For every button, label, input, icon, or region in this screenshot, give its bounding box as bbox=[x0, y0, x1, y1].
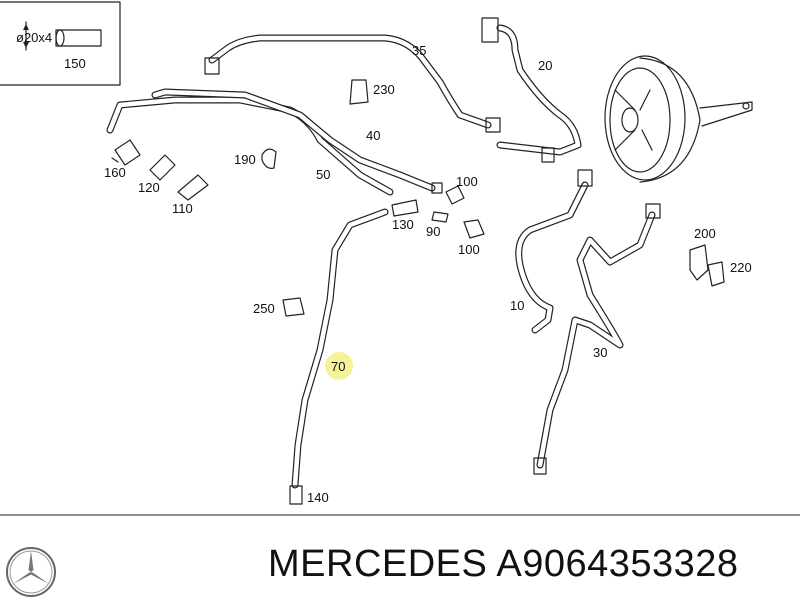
callout-130: 130 bbox=[392, 217, 414, 232]
part-number: A9064353328 bbox=[496, 543, 739, 585]
callout-220: 220 bbox=[730, 260, 752, 275]
fitting-120 bbox=[149, 154, 176, 181]
fitting-160 bbox=[111, 139, 141, 166]
inset-dimension: ø20x4 bbox=[16, 30, 52, 45]
callout-70: 70 bbox=[331, 359, 345, 374]
callout-100a: 100 bbox=[456, 174, 478, 189]
inset-box: ø20x4 150 bbox=[0, 1, 121, 86]
hose-20 bbox=[481, 17, 582, 163]
hose-70 bbox=[289, 208, 389, 505]
callout-120: 120 bbox=[138, 180, 160, 195]
clip-250 bbox=[282, 297, 305, 317]
bolt-220 bbox=[707, 261, 725, 287]
callout-200: 200 bbox=[694, 226, 716, 241]
callout-110: 110 bbox=[172, 201, 193, 216]
fitting-130 bbox=[391, 199, 419, 217]
callout-140: 140 bbox=[307, 490, 329, 505]
callout-160: 160 bbox=[104, 165, 126, 180]
callout-labels: 35 20 230 40 160 190 120 50 100 110 130 … bbox=[104, 43, 752, 505]
callout-40: 40 bbox=[366, 128, 380, 143]
callout-90: 90 bbox=[426, 224, 440, 239]
callout-50: 50 bbox=[316, 167, 330, 182]
callout-100b: 100 bbox=[458, 242, 480, 257]
callout-10: 10 bbox=[510, 298, 524, 313]
callout-30: 30 bbox=[593, 345, 607, 360]
callout-70-highlight bbox=[325, 352, 353, 380]
bracket-200 bbox=[689, 244, 709, 281]
clip-90 bbox=[431, 211, 449, 223]
callout-230: 230 bbox=[373, 82, 395, 97]
hose-30 bbox=[533, 203, 661, 475]
callout-190: 190 bbox=[234, 152, 256, 167]
fitting-110 bbox=[177, 174, 209, 201]
callout-35: 35 bbox=[412, 43, 426, 58]
inset-part-number: 150 bbox=[64, 56, 86, 71]
hose-40-50 bbox=[106, 88, 443, 196]
mercedes-star-icon bbox=[6, 547, 56, 597]
clip-190 bbox=[261, 148, 277, 169]
hose-10 bbox=[515, 169, 593, 334]
footer-title: MERCEDES A9064353328 bbox=[268, 543, 739, 586]
connector-100a bbox=[445, 185, 465, 205]
connector-100b bbox=[463, 219, 485, 239]
clip-230 bbox=[349, 79, 369, 105]
brand-name: MERCEDES bbox=[268, 543, 488, 585]
brake-booster bbox=[604, 55, 753, 183]
hose-35 bbox=[204, 34, 501, 133]
callout-250: 250 bbox=[253, 301, 275, 316]
callout-20: 20 bbox=[538, 58, 552, 73]
